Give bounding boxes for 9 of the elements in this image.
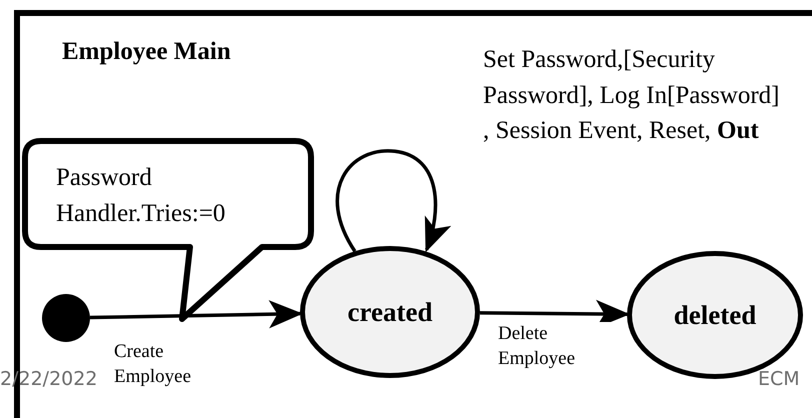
note-text: Password Handler.Tries:=0 (56, 163, 226, 230)
state-name: deleted (674, 300, 756, 330)
frame-title: Employee Main (62, 38, 231, 66)
state-name: created (348, 296, 432, 328)
transition-arrow (90, 300, 303, 328)
initial-state-dot (42, 294, 90, 342)
transition-arrow (336, 149, 450, 252)
note-callout (22, 138, 314, 322)
footer-text: ECM (758, 368, 800, 390)
